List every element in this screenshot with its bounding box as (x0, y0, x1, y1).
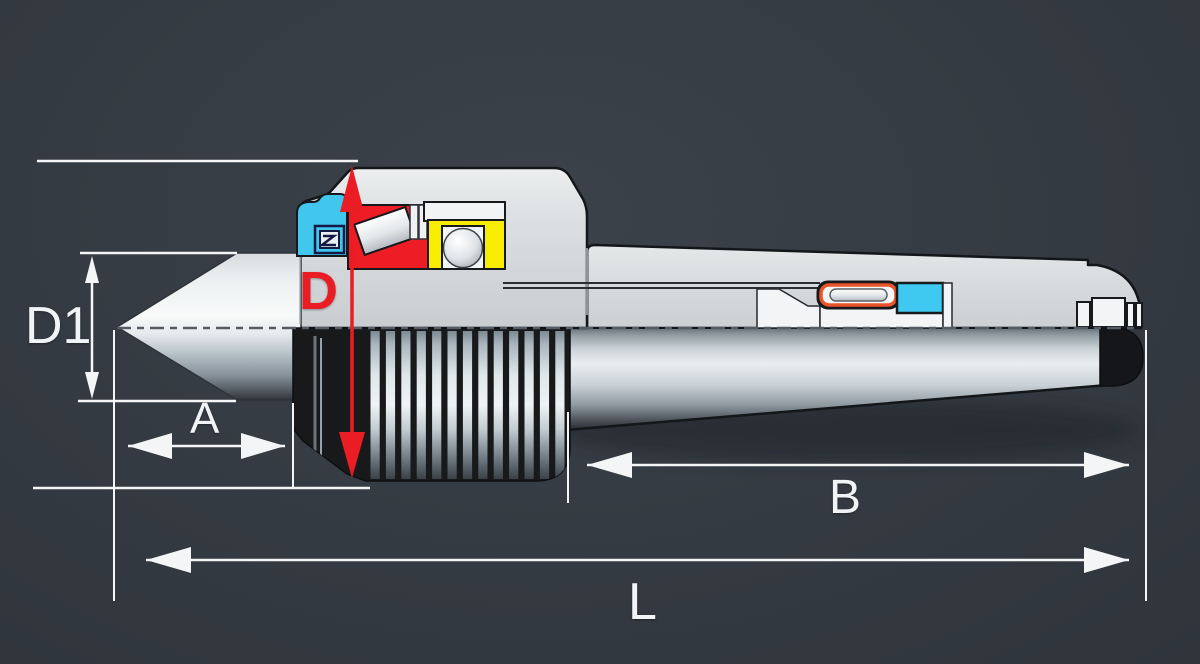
front-seal-cyan (296, 193, 348, 257)
end-cap-steps (1076, 297, 1143, 328)
threaded-nose (292, 327, 571, 482)
d-dimension-red (339, 166, 365, 478)
center-point-cone (116, 252, 302, 401)
shank-tang-tip (1099, 327, 1144, 387)
bearing-ball (442, 227, 484, 269)
dimension-label-a: A (190, 394, 220, 443)
ball-bearing-ring-top (423, 201, 506, 222)
rear-seal-cyan (895, 281, 945, 315)
dimension-arrowheads (85, 256, 1129, 573)
needle-roller (829, 288, 888, 302)
dimension-label-d: D (299, 261, 338, 321)
morse-taper-shank (565, 327, 1144, 432)
dimension-label-l: L (628, 573, 657, 631)
thread-crests (370, 331, 565, 479)
internal-bore (503, 280, 1143, 329)
dimension-label-b: B (829, 471, 862, 524)
bearing-cluster (347, 201, 506, 270)
dimension-label-d1: D1 (25, 297, 92, 355)
